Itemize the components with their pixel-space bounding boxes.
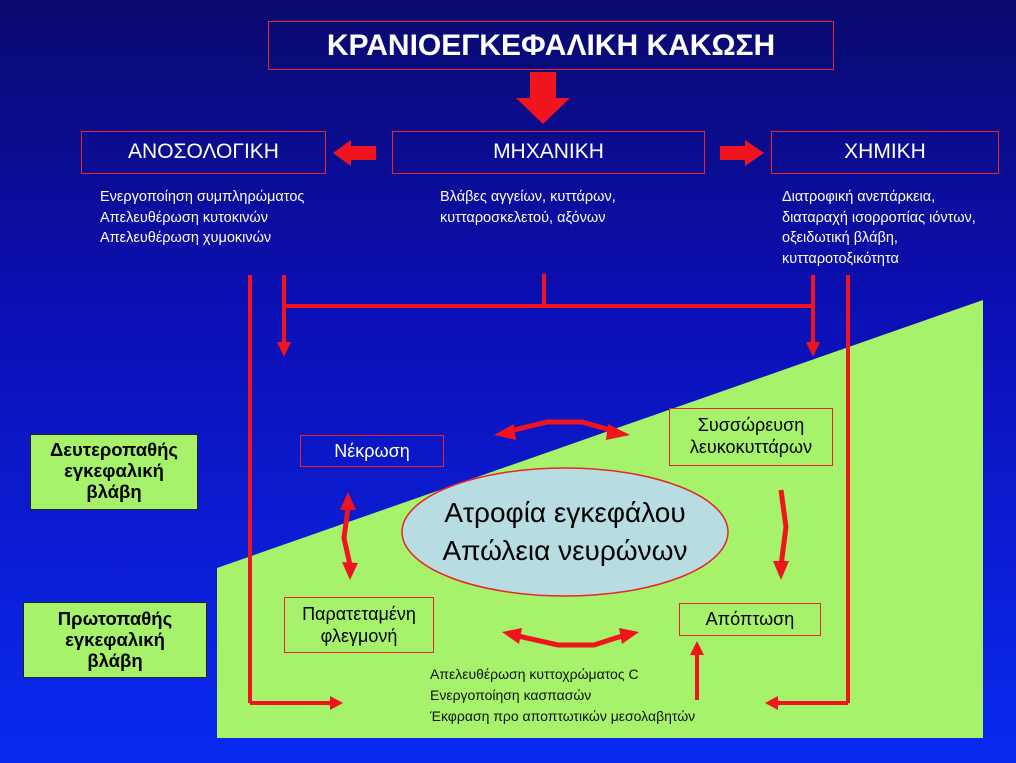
detail-line: οξειδωτική βλάβη, [782, 230, 898, 246]
category-label-mechanical: ΜΗΧΑΝΙΚΗ [493, 140, 604, 163]
necrosis-box: Νέκρωση [300, 435, 444, 467]
detail-line: κυτταροτοξικότητα [782, 250, 899, 267]
label-line: βλάβη [86, 481, 142, 502]
title-text: ΚΡΑΝΙΟΕΓΚΕΦΑΛΙΚΗ ΚΑΚΩΣΗ [326, 29, 776, 62]
right-arrow [720, 140, 764, 166]
label-line: εγκεφαλική [64, 460, 164, 481]
leukocyte-box: Συσσώρευση λευκοκυττάρων [669, 408, 833, 466]
detail-line: Βλάβες αγγείων, κυττάρων, [440, 189, 616, 205]
category-label-chemical: ΧΗΜΙΚΗ [844, 140, 926, 163]
connector-tree [248, 274, 850, 705]
apoptosis-label: Απόπτωση [705, 609, 795, 629]
cycle-arrows [341, 419, 789, 648]
category-box-immunological: ΑΝΟΣΟΛΟΓΙΚΗ [81, 131, 326, 174]
necrosis-label: Νέκρωση [334, 441, 410, 461]
down-arrow-main [516, 72, 570, 124]
label-line: Πρωτοπαθής [57, 608, 173, 629]
cycle-arrowheads [340, 424, 789, 644]
category-box-mechanical: ΜΗΧΑΝΙΚΗ [392, 131, 705, 174]
detail-line: Απελευθέρωση κυτοκινών [100, 209, 268, 226]
category-label-immunological: ΑΝΟΣΟΛΟΓΙΚΗ [128, 140, 279, 163]
detail-line: κυτταροσκελετού, αξόνων [440, 209, 606, 226]
apoptosis-box: Απόπτωση [679, 603, 821, 636]
ellipse-line: Ατροφία εγκεφάλου [444, 497, 686, 528]
chemical-details: Διατροφική ανεπάρκεια, διαταραχή ισορροπ… [782, 187, 976, 269]
detail-line: Ενεργοποίηση συμπληρώματος [100, 189, 305, 205]
mechanism-line: Απελευθέρωση κυττοχρώματος C [430, 666, 639, 682]
immunological-details: Ενεργοποίηση συμπληρώματος Απελευθέρωση … [100, 187, 304, 249]
mechanism-line: Ενεργοποίηση κασπασών [430, 687, 592, 703]
label-line: βλάβη [87, 650, 143, 671]
mechanism-line: Έκφραση προ αποπτωτικών μεσολαβητών [430, 708, 696, 724]
detail-line: Απελευθέρωση χυμοκινών [100, 230, 272, 246]
inflammation-box: Παρατεταμένη φλεγμονή [284, 597, 434, 653]
mechanical-details: Βλάβες αγγείων, κυττάρων, κυτταροσκελετο… [440, 187, 616, 228]
title-box: ΚΡΑΝΙΟΕΓΚΕΦΑΛΙΚΗ ΚΑΚΩΣΗ [268, 21, 834, 70]
connector-heads [277, 342, 820, 710]
detail-line: διαταραχή ισορροπίας ιόντων, [782, 209, 976, 226]
ellipse-line: Απώλεια νευρώνων [442, 535, 688, 566]
inflammation-line: Παρατεταμένη [302, 604, 416, 624]
leukocyte-line: λευκοκυττάρων [689, 437, 813, 457]
central-ellipse [401, 467, 729, 597]
label-line: Δευτεροπαθής [49, 439, 179, 460]
primary-injury-label: Πρωτοπαθής εγκεφαλική βλάβη [23, 602, 207, 678]
ellipse-text: Ατροφία εγκεφάλου Απώλεια νευρώνων [404, 494, 726, 570]
detail-line: Διατροφική ανεπάρκεια, [782, 189, 936, 205]
label-line: εγκεφαλική [65, 629, 165, 650]
leukocyte-line: Συσσώρευση [697, 415, 805, 435]
left-arrow [333, 140, 376, 166]
secondary-injury-label: Δευτεροπαθής εγκεφαλική βλάβη [30, 434, 198, 510]
apoptosis-mechanisms: Απελευθέρωση κυττοχρώματος C Ενεργοποίησ… [430, 664, 695, 727]
category-box-chemical: ΧΗΜΙΚΗ [771, 131, 999, 174]
inflammation-line: φλεγμονή [320, 626, 398, 646]
